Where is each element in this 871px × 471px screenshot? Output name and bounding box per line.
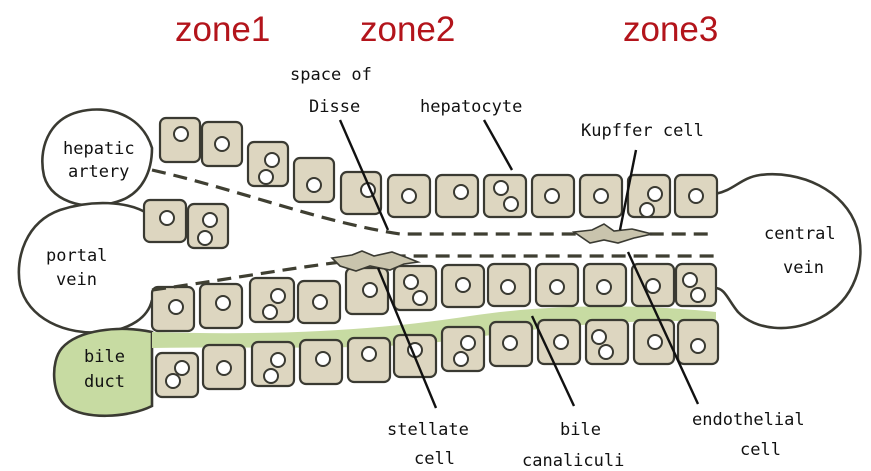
kupffer-cell-shape	[574, 224, 652, 243]
cell-nucleus	[215, 137, 229, 151]
portal-vein-label-line2: vein	[56, 270, 97, 290]
bile-duct-label-line1: bile	[84, 347, 125, 367]
stellate-cell-label-line1: stellate	[387, 420, 469, 440]
cell-nucleus	[550, 280, 564, 294]
cell-nucleus	[597, 280, 611, 294]
cell-nucleus	[316, 352, 330, 366]
bile-duct-label-line2: duct	[84, 372, 125, 392]
cell-nucleus	[599, 345, 613, 359]
bile-canaliculi-label-line2: canaliculi	[522, 451, 624, 471]
cell-nucleus	[362, 347, 376, 361]
endothelial-cell-label-line2: cell	[740, 440, 781, 460]
cell-nucleus	[461, 336, 475, 350]
hepatocyte-group-portal	[144, 200, 228, 248]
cell-nucleus	[404, 275, 418, 289]
cell-nucleus	[689, 189, 703, 203]
cell-nucleus	[265, 153, 279, 167]
cell-nucleus	[501, 280, 515, 294]
hepatocyte-label: hepatocyte	[420, 97, 522, 117]
cell-nucleus	[691, 339, 705, 353]
cell-nucleus	[594, 189, 608, 203]
cell-nucleus	[198, 231, 212, 245]
cell-nucleus	[169, 300, 183, 314]
cell-nucleus	[648, 187, 662, 201]
cell-nucleus	[166, 374, 180, 388]
hepatocyte-leader	[484, 120, 512, 170]
cell-nucleus	[503, 336, 517, 350]
cell-nucleus	[264, 369, 278, 383]
cell-nucleus	[413, 291, 427, 305]
cell-nucleus	[175, 361, 189, 375]
bile-canaliculi-label-line1: bile	[560, 420, 601, 440]
hepatic-artery-label-line1: hepatic	[63, 139, 135, 159]
cell-nucleus	[456, 278, 470, 292]
cell-nucleus	[217, 361, 231, 375]
cell-nucleus	[545, 189, 559, 203]
cell-nucleus	[313, 295, 327, 309]
cell-nucleus	[592, 330, 606, 344]
zone2-label: zone2	[360, 10, 455, 49]
zone1-label: zone1	[175, 10, 270, 49]
cell-nucleus	[263, 305, 277, 319]
portal-vein-label-line1: portal	[46, 246, 107, 266]
cell-nucleus	[216, 296, 230, 310]
hepatic-artery-label-line2: artery	[68, 162, 129, 182]
central-vein-vessel	[715, 174, 860, 328]
space-of-disse-label-line2: Disse	[309, 97, 360, 117]
cell-nucleus	[203, 213, 217, 227]
cell-nucleus	[640, 203, 654, 217]
cell-nucleus	[160, 211, 174, 225]
space-of-disse-label-line1: space of	[290, 65, 372, 85]
cell-nucleus	[504, 197, 518, 211]
cell-nucleus	[307, 178, 321, 192]
cell-nucleus	[683, 273, 697, 287]
cell-nucleus	[554, 335, 568, 349]
cell-nucleus	[648, 335, 662, 349]
cell-nucleus	[402, 189, 416, 203]
cell-nucleus	[259, 170, 273, 184]
portal-vein-vessel	[19, 203, 152, 333]
cell-nucleus	[646, 279, 660, 293]
kupffer-cell-label: Kupffer cell	[581, 121, 704, 141]
cell-nucleus	[454, 352, 468, 366]
cell-nucleus	[271, 289, 285, 303]
stellate-cell-label-line2: cell	[414, 449, 455, 469]
zone3-label: zone3	[623, 10, 718, 49]
cell-nucleus	[454, 185, 468, 199]
cell-nucleus	[363, 283, 377, 297]
endothelial-cell-label-line1: endothelial	[692, 410, 805, 430]
central-vein-label-line1: central	[764, 224, 836, 244]
cell-nucleus	[691, 288, 705, 302]
cell-nucleus	[271, 353, 285, 367]
central-vein-label-line2: vein	[783, 258, 824, 278]
cell-nucleus	[494, 181, 508, 195]
cell-nucleus	[174, 127, 188, 141]
